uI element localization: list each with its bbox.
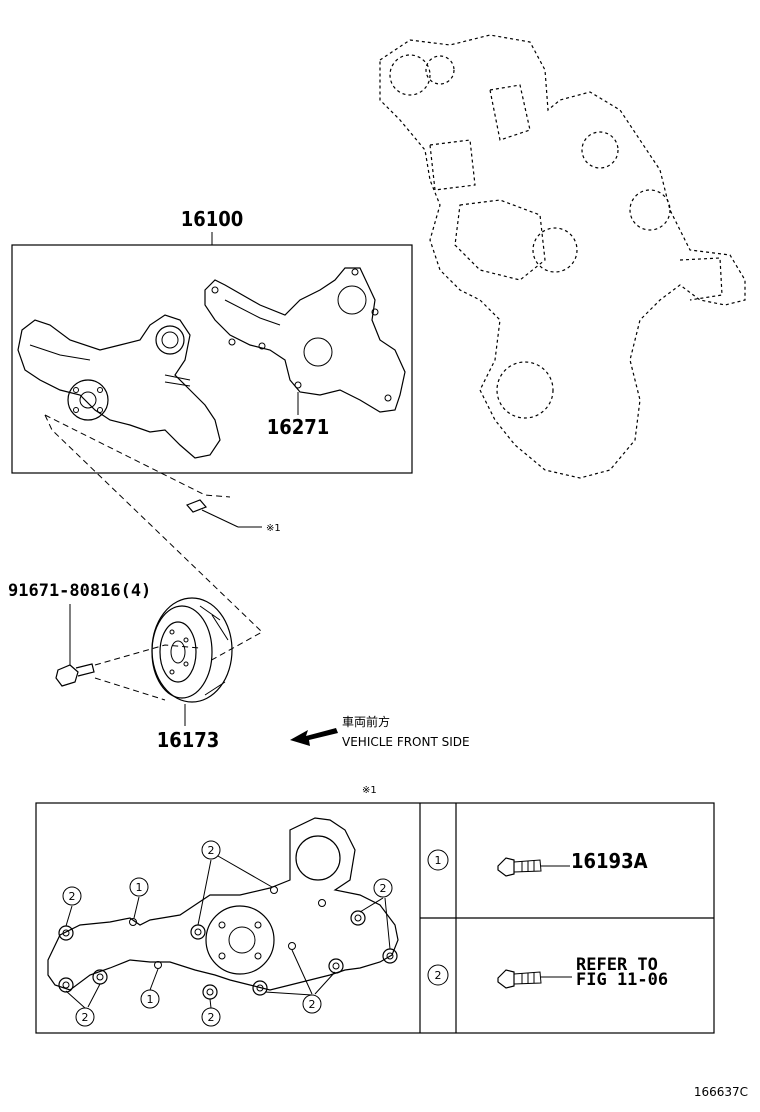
svg-text:1: 1 — [136, 881, 143, 894]
legend-row-2: 2 REFER TO FIG 11-06 — [427, 955, 668, 990]
callout-2e: 2 — [201, 1007, 221, 1027]
svg-text:1: 1 — [147, 993, 154, 1006]
bolt-part-number: 91671-80816(4) — [8, 581, 151, 601]
bolt-icon — [497, 969, 542, 989]
front-label-en: VEHICLE FRONT SIDE — [342, 735, 470, 749]
front-label-jp: 車両前方 — [342, 714, 390, 729]
bolt-icon — [497, 857, 542, 877]
callout-circles: 1 1 2 2 2 2 2 2 — [62, 840, 393, 1027]
svg-text:2: 2 — [82, 1011, 89, 1024]
legend-row-1: 1 16193A — [427, 849, 648, 877]
callout-2f: 2 — [302, 994, 322, 1014]
callout-2d: 2 — [75, 1007, 95, 1027]
assembly-part-number: 16100 — [181, 207, 244, 231]
callout-1b: 1 — [140, 989, 160, 1009]
callout-2a: 2 — [62, 886, 82, 906]
svg-text:2: 2 — [208, 1011, 215, 1024]
note-reference-mark: ※1 — [266, 523, 281, 534]
gasket-part-number: 16271 — [267, 415, 330, 439]
legend-row-2-line1: REFER TO — [576, 955, 658, 975]
svg-text:2: 2 — [309, 998, 316, 1011]
detail-pump-drawing — [47, 817, 399, 1000]
legend-row-2-line2: FIG 11-06 — [576, 970, 668, 990]
legend-row-1-num: 1 — [435, 854, 442, 867]
water-pump-assembly-group: 16100 — [11, 207, 413, 474]
flange-bolt — [55, 663, 95, 687]
callout-1a: 1 — [129, 877, 149, 897]
legend-row-1-text: 16193A — [571, 849, 648, 873]
callout-leaders — [65, 855, 391, 1009]
water-pump-drawing — [17, 314, 221, 459]
vehicle-front-arrow-icon — [290, 728, 338, 746]
svg-text:2: 2 — [208, 844, 215, 857]
diagram-id: 166637C — [694, 1085, 748, 1099]
svg-text:2: 2 — [380, 882, 387, 895]
gasket-drawing — [204, 267, 406, 413]
callout-2c: 2 — [373, 878, 393, 898]
small-bolt — [185, 499, 262, 528]
alignment-lines — [44, 414, 263, 701]
pulley-part-number: 16173 — [157, 728, 220, 752]
timing-cover-outline — [379, 34, 746, 479]
callout-2b: 2 — [201, 840, 221, 860]
legend-row-2-num: 2 — [435, 969, 442, 982]
svg-text:2: 2 — [69, 890, 76, 903]
pulley-drawing — [151, 597, 233, 703]
detail-reference-mark: ※1 — [362, 785, 377, 796]
